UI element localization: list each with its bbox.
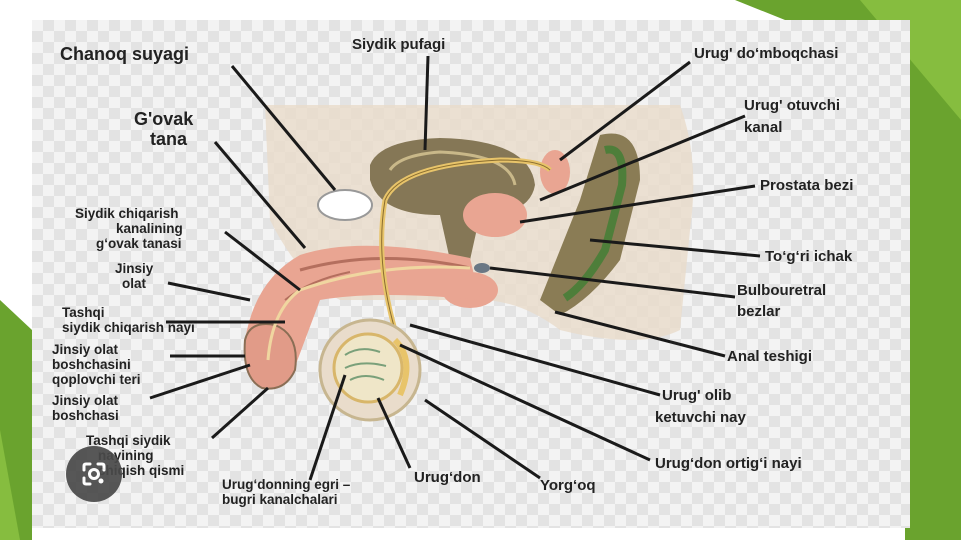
label-urugdon: Urug‘don bbox=[414, 469, 481, 486]
bladder bbox=[370, 138, 535, 260]
label-siydik-chiq-1: Siydik chiqarish bbox=[75, 206, 179, 221]
label-govak-tana-2: tana bbox=[150, 129, 188, 149]
label-tashqi-nayi-1: Tashqi bbox=[62, 305, 105, 320]
pubic-bone bbox=[317, 189, 373, 221]
label-egri-bugri-1: Urug‘donning egri – bbox=[222, 477, 351, 492]
google-lens-button[interactable] bbox=[66, 446, 122, 502]
penis-shaft bbox=[245, 245, 480, 389]
label-urug-otuvchi-2: kanal bbox=[744, 119, 783, 136]
label-urug-domboqchasi: Urug' do‘mboqchasi bbox=[694, 45, 839, 62]
testis bbox=[332, 332, 404, 404]
label-tashqi-nayi-2: siydik chiqarish nayi bbox=[62, 320, 195, 335]
label-jinsiy-olat-2: olat bbox=[122, 276, 147, 291]
label-yorgoq: Yorg‘oq bbox=[540, 477, 596, 494]
glans bbox=[243, 323, 297, 390]
label-siydik-pufagi: Siydik pufagi bbox=[352, 36, 446, 53]
label-olat-bosh-2: boshchasi bbox=[52, 408, 119, 423]
label-bulbouretral-1: Bulbouretral bbox=[737, 282, 827, 299]
label-bulbouretral-2: bezlar bbox=[737, 303, 781, 320]
label-govak-tana-1: G'ovak bbox=[134, 109, 194, 129]
rectum bbox=[540, 133, 640, 315]
label-siydik-chiq-2: kanalining bbox=[116, 221, 183, 236]
label-urug-otuvchi-1: Urug' otuvchi bbox=[744, 97, 841, 114]
seminal-vesicle bbox=[540, 150, 570, 194]
label-urug-olib-1: Urug' olib bbox=[662, 387, 732, 404]
label-anal-teshigi: Anal teshigi bbox=[727, 348, 813, 365]
label-siydik-chiq-3: g‘ovak tanasi bbox=[96, 236, 182, 251]
label-chanoq-suyagi: Chanoq suyagi bbox=[60, 44, 190, 64]
label-egri-bugri-2: bugri kanalchalari bbox=[222, 492, 338, 507]
leader-lines bbox=[149, 55, 761, 481]
label-prostata-bezi: Prostata bezi bbox=[760, 177, 854, 194]
label-urugdon-ortigi-nayi: Urug‘don ortig‘i nayi bbox=[655, 455, 802, 472]
label-togri-ichak: To‘g‘ri ichak bbox=[765, 248, 853, 265]
label-qoplovchi-3: qoplovchi teri bbox=[52, 372, 141, 387]
prostate bbox=[463, 193, 527, 237]
label-jinsiy-olat-1: Jinsiy bbox=[115, 261, 154, 276]
label-olat-bosh-1: Jinsiy olat bbox=[52, 393, 119, 408]
label-urug-olib-2: ketuvchi nay bbox=[655, 409, 746, 426]
label-tashqi-qism-1: Tashqi siydik bbox=[86, 433, 171, 448]
label-qoplovchi-1: Jinsiy olat bbox=[52, 342, 119, 357]
google-lens-icon bbox=[82, 462, 106, 486]
epididymis bbox=[392, 337, 410, 397]
label-qoplovchi-2: boshchasini bbox=[52, 357, 131, 372]
